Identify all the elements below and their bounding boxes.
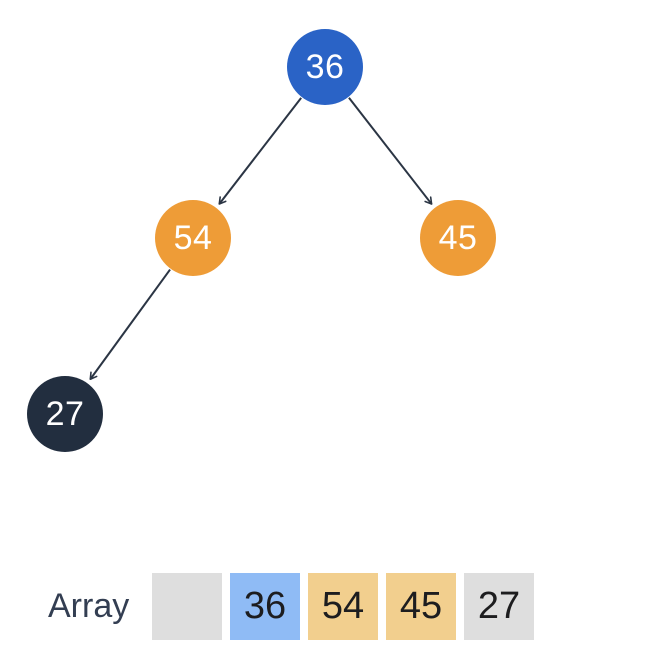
array-label: Array bbox=[48, 587, 130, 625]
tree-node-value: 36 bbox=[305, 48, 345, 86]
array-cell-value: 45 bbox=[399, 585, 443, 627]
tree-node-value: 27 bbox=[45, 395, 85, 433]
array-cell-value: 27 bbox=[477, 585, 521, 627]
array-cell-45: 45 bbox=[386, 573, 456, 640]
array-cell-27: 27 bbox=[464, 573, 534, 640]
array-cell-empty bbox=[152, 573, 222, 640]
array-row: Array 36 54 45 27 bbox=[0, 573, 646, 640]
tree-node-value: 54 bbox=[173, 219, 213, 257]
tree-node-54: 54 bbox=[155, 200, 231, 276]
tree-node-27: 27 bbox=[27, 376, 103, 452]
tree-node-36: 36 bbox=[287, 29, 363, 105]
array-cell-54: 54 bbox=[308, 573, 378, 640]
tree-node-value: 45 bbox=[438, 219, 478, 257]
array-cell-value: 36 bbox=[243, 585, 287, 627]
array-cell-value: 54 bbox=[321, 585, 365, 627]
array-cell-36: 36 bbox=[230, 573, 300, 640]
tree-node-45: 45 bbox=[420, 200, 496, 276]
